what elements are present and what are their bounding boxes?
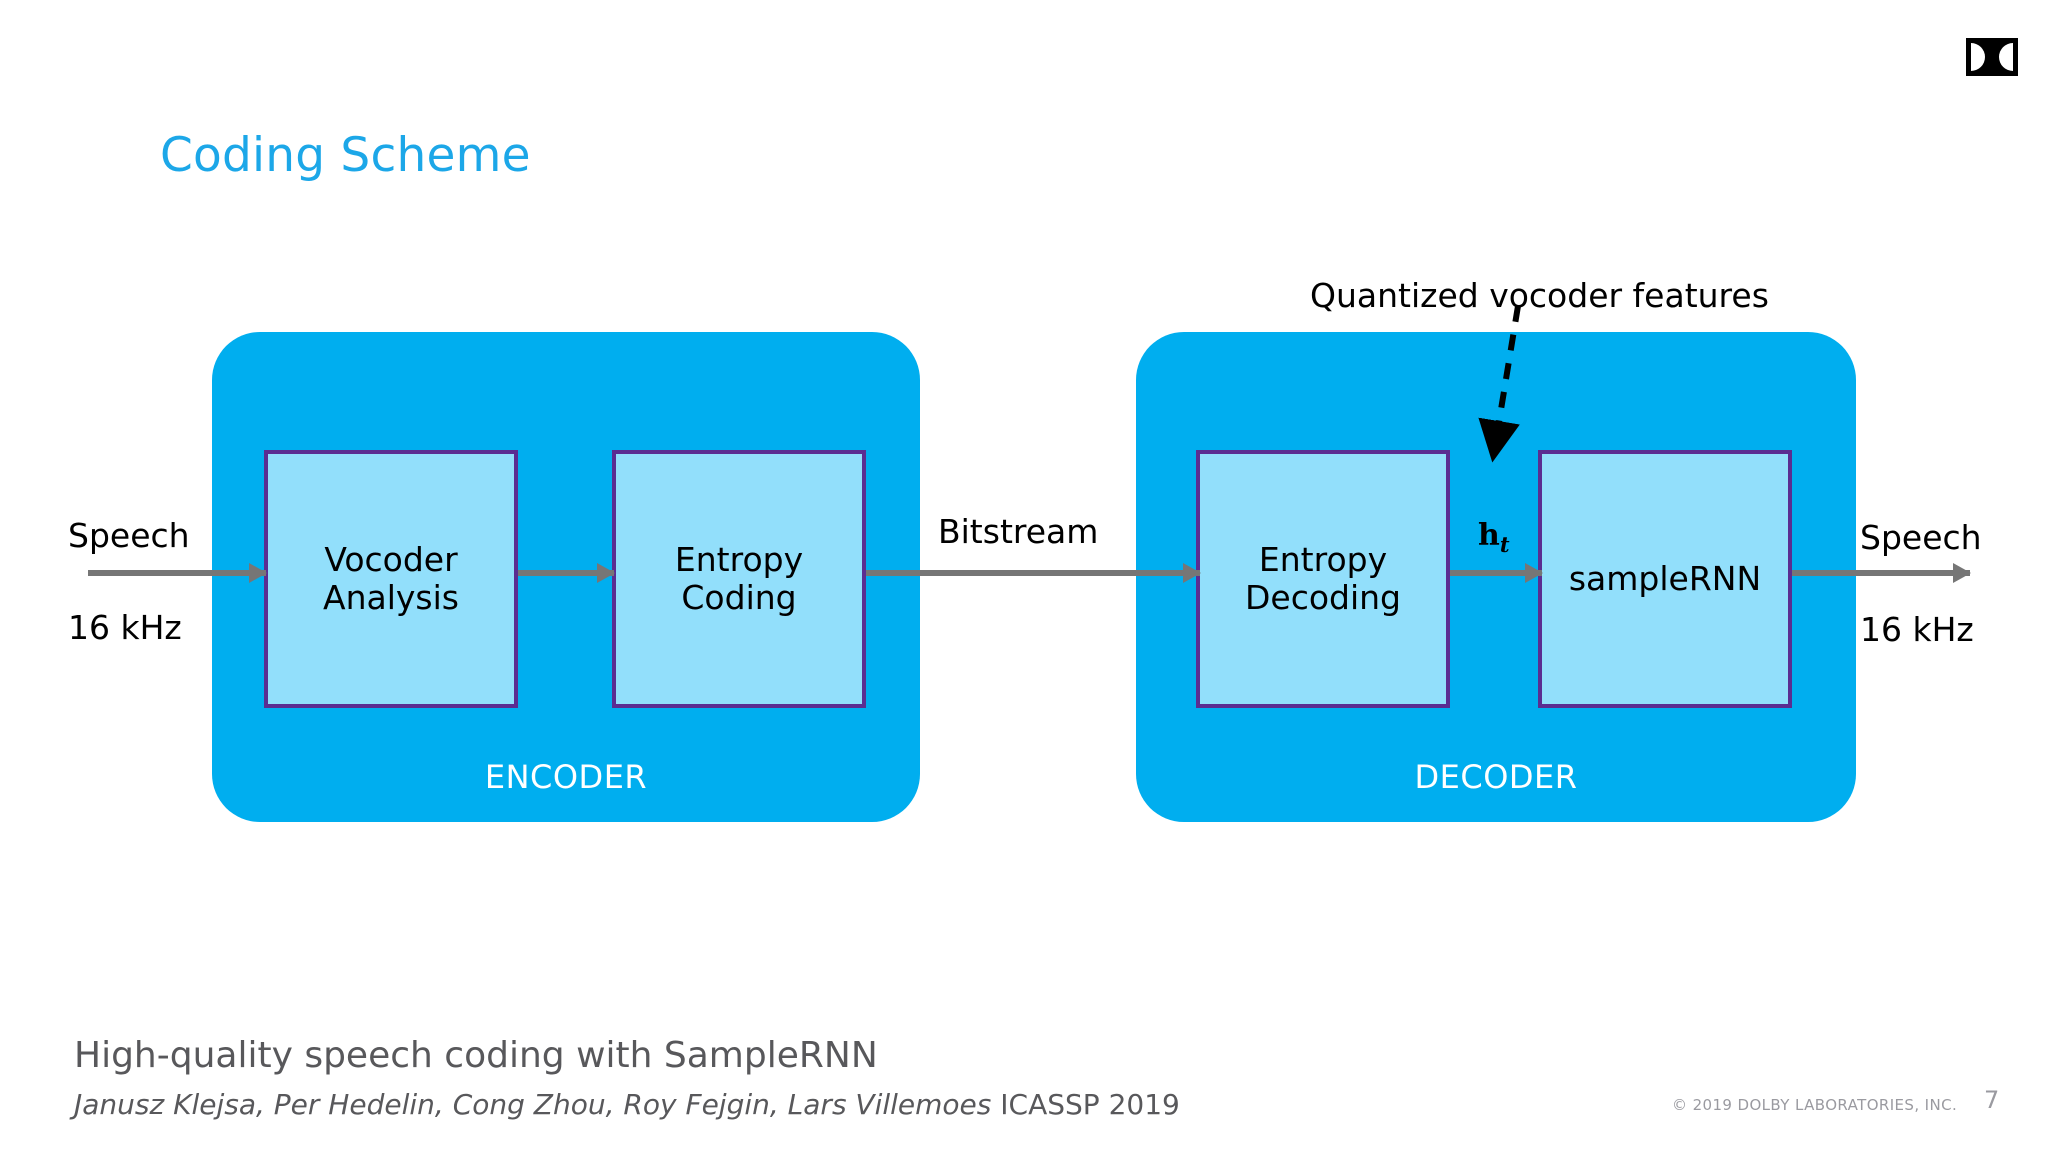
- label-output-rate: 16 kHz: [1860, 610, 1974, 649]
- block-samplernn: sampleRNN: [1538, 450, 1792, 708]
- label-hidden-state-symbol: h: [1478, 518, 1500, 553]
- arrow-entropy-to-samplernn: [1450, 563, 1543, 583]
- arrow-vocoder-to-entropy: [518, 563, 615, 583]
- dolby-logo-right-d-icon: [1999, 43, 2013, 71]
- label-input-rate: 16 kHz: [68, 608, 182, 647]
- block-entropy-decoding-line2: Decoding: [1244, 578, 1402, 617]
- block-entropy-coding-line2: Coding: [681, 578, 797, 617]
- block-vocoder-analysis: Vocoder Analysis: [264, 450, 518, 708]
- dolby-logo-left-d-icon: [1971, 43, 1985, 71]
- arrow-speech-out: [1792, 563, 1971, 583]
- dolby-logo-icon: [1966, 38, 2018, 76]
- dashed-callout-arrow-icon: [1478, 305, 1521, 463]
- decoder-stage-label: DECODER: [1414, 758, 1578, 796]
- arrow-bitstream: [866, 563, 1201, 583]
- label-bitstream: Bitstream: [938, 512, 1099, 551]
- block-entropy-coding: Entropy Coding: [612, 450, 866, 708]
- block-entropy-decoding-line1: Entropy: [1258, 539, 1388, 579]
- footer-conference-name: ICASSP 2019: [1000, 1088, 1180, 1121]
- page-title: Coding Scheme: [160, 128, 531, 183]
- label-output-speech: Speech: [1860, 518, 1982, 557]
- label-input-speech: Speech: [68, 516, 190, 555]
- encoder-stage-label: ENCODER: [484, 758, 648, 796]
- footer-authors-line: Janusz Klejsa, Per Hedelin, Cong Zhou, R…: [74, 1088, 1180, 1121]
- label-hidden-state-subscript: t: [1499, 532, 1510, 557]
- block-entropy-decoding-label: Entropy Decoding: [1244, 539, 1402, 618]
- block-entropy-decoding: Entropy Decoding: [1196, 450, 1450, 708]
- footer-page-number: 7: [1984, 1086, 2000, 1114]
- footer-copyright: © 2019 DOLBY LABORATORIES, INC.: [1672, 1096, 1958, 1114]
- annotation-quantized-vocoder-features: Quantized vocoder features: [1310, 276, 1769, 315]
- footer-paper-title: High-quality speech coding with SampleRN…: [74, 1035, 878, 1076]
- block-entropy-coding-line1: Entropy: [674, 539, 804, 579]
- block-samplernn-label: sampleRNN: [1568, 558, 1762, 598]
- block-vocoder-analysis-line1: Vocoder: [324, 539, 458, 579]
- block-entropy-coding-label: Entropy Coding: [674, 539, 804, 618]
- footer-conference: [991, 1088, 1000, 1121]
- arrow-speech-in: [88, 563, 267, 583]
- block-vocoder-analysis-label: Vocoder Analysis: [323, 539, 459, 618]
- footer-authors: Janusz Klejsa, Per Hedelin, Cong Zhou, R…: [74, 1088, 992, 1121]
- block-vocoder-analysis-line2: Analysis: [323, 578, 459, 617]
- label-hidden-state: ht: [1478, 518, 1510, 557]
